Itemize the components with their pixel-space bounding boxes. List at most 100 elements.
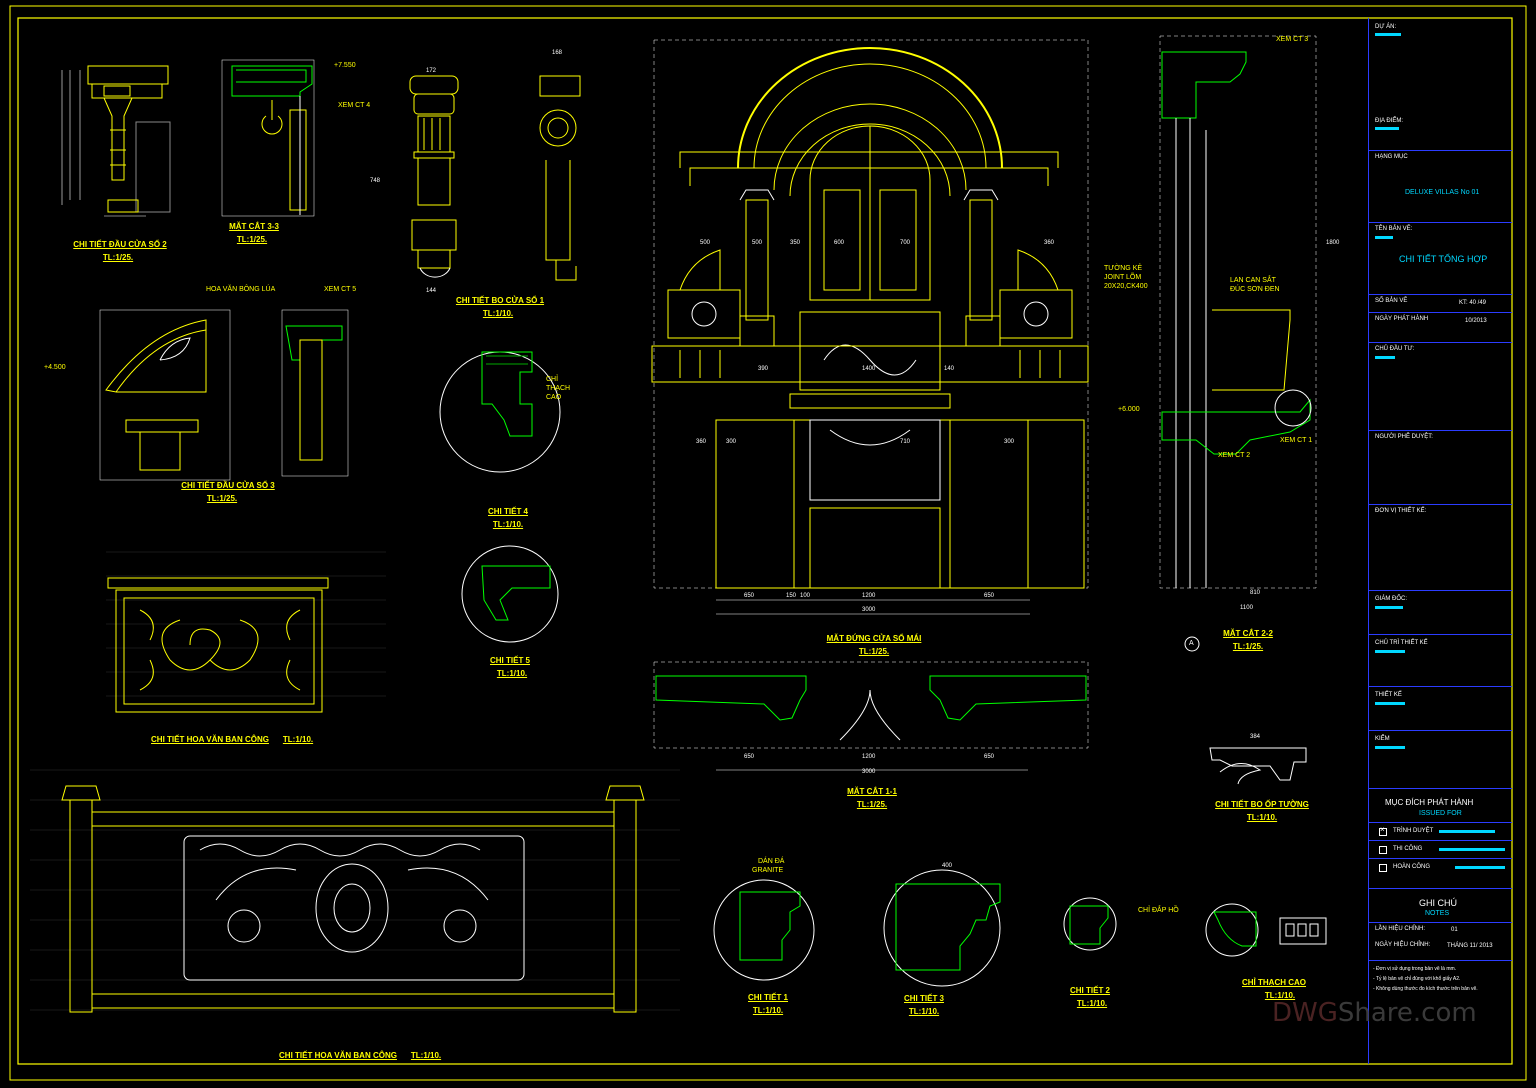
dim-section-650: 650 (744, 754, 755, 760)
detail-5-drawing (461, 545, 559, 643)
tb-location-bar (1375, 127, 1399, 130)
dim-elevation-650-left: 650 (744, 593, 755, 599)
tb-opt2-checkbox[interactable] (1379, 846, 1387, 854)
note-rice-ornament: HOA VĂN BÔNG LÚA (206, 286, 276, 293)
sheet-border-outer (9, 5, 1527, 1081)
title-section-2-2: MẶT CẮT 2-2 (1223, 629, 1273, 638)
scale-detail-3: TL:1/10. (908, 1007, 940, 1016)
tb-project-bar (1375, 33, 1401, 36)
note-step-trim: CHỈ ĐẮP HỒ (1138, 907, 1179, 914)
tb-checker-bar (1375, 746, 1405, 749)
tb-opt1-label: TRÌNH DUYỆT (1393, 828, 1434, 834)
balcony-pattern-large-drawing (30, 769, 680, 1013)
dim-elevation-100: 100 (800, 593, 811, 599)
scale-wall-trim: TL:1/10. (1246, 813, 1278, 822)
tb-opt2-bar (1439, 848, 1505, 851)
watermark-part-2: Share.com (1337, 998, 1477, 1028)
watermark: DWGShare.com (1272, 998, 1477, 1028)
title-detail-2: CHI TIẾT 2 (1069, 986, 1111, 995)
tb-project-label: DỰ ÁN: (1375, 24, 1397, 30)
note-see-ct1: XEM CT 1 (1280, 437, 1313, 444)
tb-checker-label: KIỂM (1375, 736, 1390, 742)
tb-investor-label: CHỦ ĐẦU TƯ: (1375, 346, 1415, 352)
dim-1400: 1400 (862, 366, 876, 372)
dim-elevation-150: 150 (786, 593, 797, 599)
title-balcony-pattern-large: CHI TIẾT HOA VĂN BAN CÔNG (279, 1051, 397, 1060)
tb-location-label: ĐỊA ĐIỂM: (1375, 118, 1404, 124)
title-detail-4: CHI TIẾT 4 (487, 507, 529, 516)
dim-500-col: 500 (752, 240, 763, 246)
scale-detail-1: TL:1/10. (752, 1006, 784, 1015)
title-block: DỰ ÁN: ĐỊA ĐIỂM: HẠNG MỤC DELUXE VILLAS … (1368, 18, 1512, 1064)
dim-168: 168 (552, 50, 563, 56)
dim-elevation-3000: 3000 (862, 607, 876, 613)
title-section-1-1: MẶT CẮT 1-1 (847, 787, 897, 796)
title-detail-3: CHI TIẾT 3 (903, 994, 945, 1003)
detail-3-drawing (883, 869, 1001, 987)
tb-drawing-value: CHI TIẾT TỔNG HỢP (1399, 254, 1488, 264)
dim-810: 810 (1250, 590, 1261, 596)
wall-trim-drawing (1209, 747, 1307, 785)
dim-144: 144 (426, 288, 437, 294)
window-head-3-drawing (99, 309, 349, 481)
dim-140: 140 (944, 366, 955, 372)
dim-1100: 1100 (1240, 605, 1253, 611)
dim-172: 172 (426, 68, 437, 74)
title-window-head-2: CHI TIẾT ĐẦU CỬA SỔ 2 (73, 240, 167, 249)
title-elevation: MẶT ĐỨNG CỬA SỔ MÁI (826, 634, 922, 643)
tb-drawing-label: TÊN BẢN VẼ: (1375, 226, 1413, 232)
tb-opt3-bar (1455, 866, 1505, 869)
dim-390: 390 (758, 366, 769, 372)
tb-note-1: - Đơn vị sử dụng trong bản vẽ là mm. (1373, 966, 1457, 972)
note-joint-2: JOINT LÕM (1104, 274, 1142, 281)
level-b: +4.500 (44, 364, 66, 371)
dim-1800: 1800 (1326, 240, 1340, 246)
scale-window-head-2: TL:1/25. (102, 253, 134, 262)
tb-lead-designer-label: CHỦ TRÌ THIẾT KẾ (1375, 640, 1428, 646)
tb-purpose-label: MỤC ĐÍCH PHÁT HÀNH (1385, 798, 1474, 807)
note-granite-1: DÁN ĐÁ (758, 858, 785, 865)
note-joint-1: TƯỜNG KẺ (1104, 265, 1143, 272)
tb-note-2: - Tỷ lệ bản vẽ chỉ đúng với khổ giấy A2. (1373, 976, 1461, 982)
scale-window-head-3: TL:1/25. (206, 494, 238, 503)
tb-opt3-checkbox[interactable] (1379, 864, 1387, 872)
tb-opt1-checkbox[interactable] (1379, 825, 1387, 836)
tb-revision-date-value: THÁNG 11/ 2013 (1447, 943, 1493, 949)
note-plaster-1: CHỈ (546, 376, 559, 383)
axis-bubble (1184, 636, 1200, 652)
tb-sheet-label: SỐ BẢN VẼ (1375, 298, 1408, 304)
tb-revision-value: 01 (1451, 927, 1458, 933)
detail-2-drawing (1063, 897, 1117, 951)
dim-400: 400 (942, 863, 953, 869)
scale-elevation: TL:1/25. (858, 647, 890, 656)
detail-4-drawing (439, 351, 561, 473)
tb-investor-bar (1375, 356, 1395, 359)
detail-1-drawing (713, 879, 815, 981)
watermark-part-1: DWG (1272, 998, 1338, 1028)
tb-revision-date-label: NGÀY HIỆU CHỈNH: (1375, 942, 1431, 948)
note-plaster-3: CAO (546, 394, 562, 401)
tb-issue-value: 10/2013 (1465, 318, 1487, 324)
scale-section-2-2: TL:1/25. (1232, 642, 1264, 651)
title-detail-1: CHI TIẾT 1 (747, 993, 789, 1002)
tb-notes-title: GHI CHÚ (1419, 898, 1457, 908)
dim-500-left: 500 (700, 240, 711, 246)
section-3-3-drawing (221, 59, 315, 217)
section-1-1-drawing (653, 661, 1089, 771)
scale-detail-5: TL:1/10. (496, 669, 528, 678)
note-joint-3: 20X20,CK400 (1104, 283, 1148, 290)
window-head-2-drawing (87, 65, 171, 213)
title-window-head-3: CHI TIẾT ĐẦU CỬA SỔ 3 (181, 481, 275, 490)
scale-detail-4: TL:1/10. (492, 520, 524, 529)
note-see-ct2: XEM CT 2 (1218, 452, 1251, 459)
dim-748: 748 (370, 178, 381, 184)
dim-700: 700 (900, 240, 911, 246)
tb-item-label: HẠNG MỤC (1375, 154, 1408, 160)
dim-710: 710 (900, 439, 911, 445)
tb-designer-unit-label: ĐƠN VỊ THIẾT KẾ: (1375, 508, 1427, 514)
axis-label-a: A (1189, 640, 1194, 647)
dim-section-1200: 1200 (862, 754, 876, 760)
tb-director-label: GIÁM ĐỐC: (1375, 596, 1408, 602)
dim-360: 360 (1044, 240, 1055, 246)
